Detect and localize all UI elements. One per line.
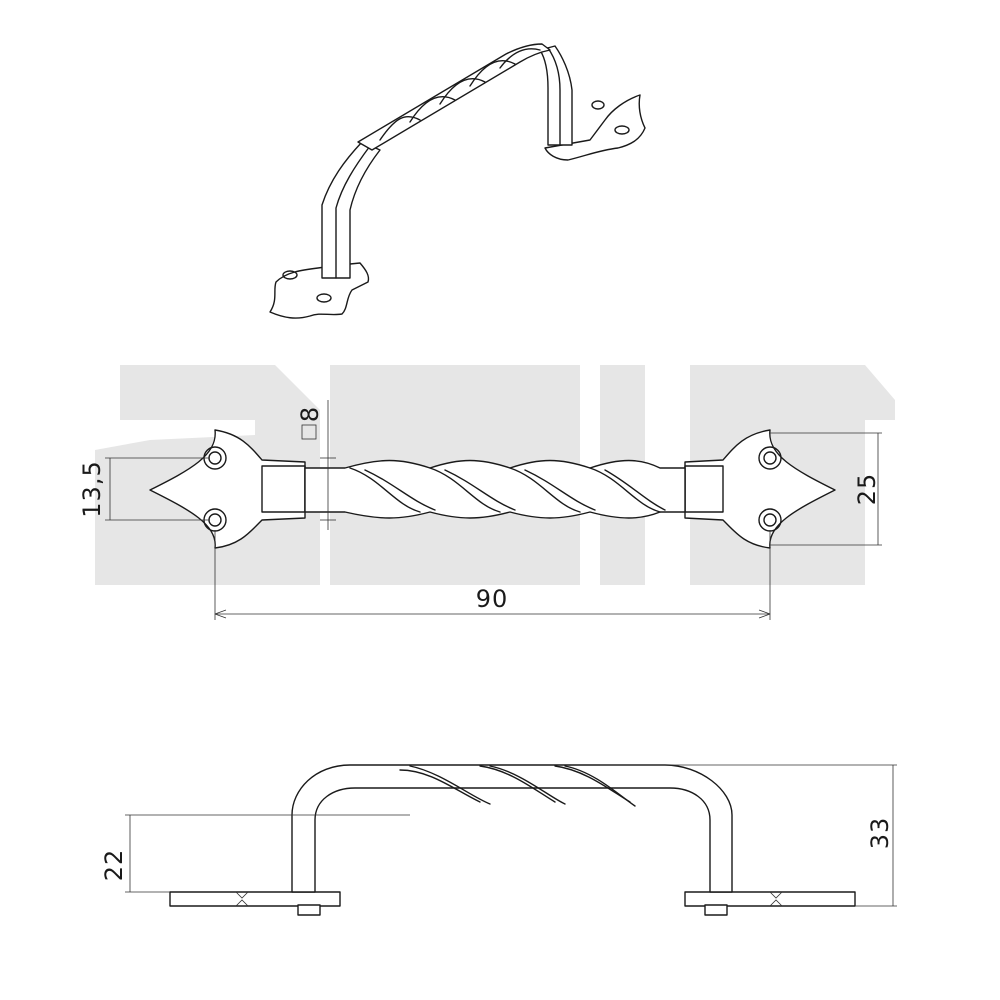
twisted-bar-top bbox=[304, 459, 686, 519]
dimension-label-plate-width: 25 bbox=[853, 473, 881, 506]
left-base-plate bbox=[169, 891, 341, 907]
dimension-label-overall-height: 33 bbox=[866, 817, 894, 850]
dimension-label-overall-width: 90 bbox=[476, 585, 509, 613]
twisted-bar-side bbox=[291, 764, 733, 893]
side-view bbox=[169, 764, 856, 916]
dimension-label-inner-height: 22 bbox=[100, 849, 128, 882]
dimension-22: 22 bbox=[100, 814, 410, 893]
dimension-label-bar-section: 8 bbox=[296, 406, 324, 422]
top-view bbox=[149, 429, 836, 549]
dimension-8: 8 bbox=[296, 400, 336, 530]
right-base-plate bbox=[684, 891, 856, 907]
perspective-view bbox=[269, 43, 646, 319]
dimension-label-hole-spacing: 13,5 bbox=[78, 460, 106, 517]
dimension-33: 33 bbox=[600, 764, 897, 907]
dimension-90: 90 bbox=[214, 530, 771, 620]
dimension-13-5: 13,5 bbox=[78, 457, 210, 521]
mounting-hole bbox=[758, 446, 782, 470]
dimension-25: 25 bbox=[770, 432, 882, 546]
